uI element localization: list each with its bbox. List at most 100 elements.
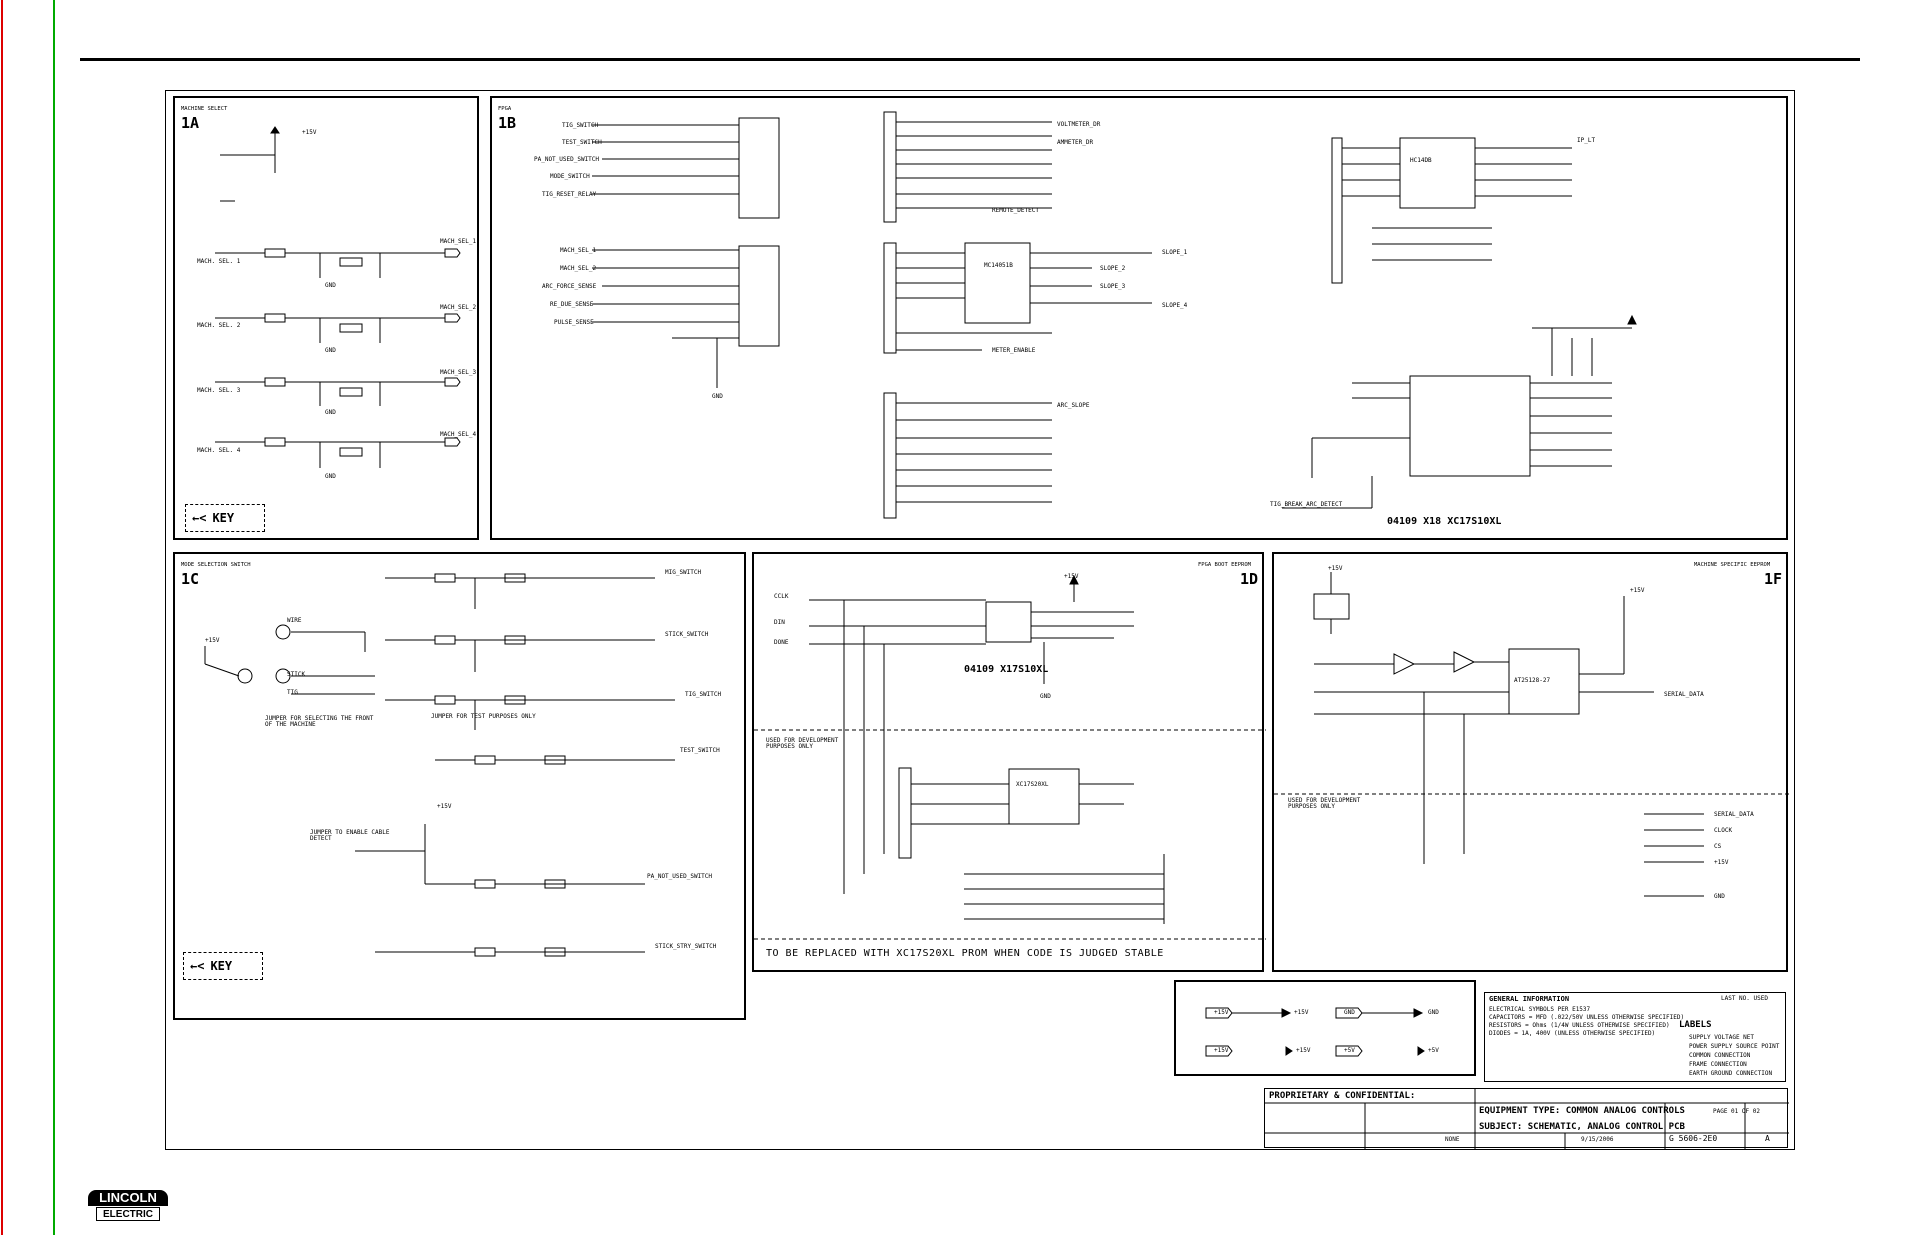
- logo-line1: LINCOLN: [88, 1190, 168, 1206]
- page-number: PAGE 01 OF 02: [1713, 1108, 1760, 1115]
- proprietary-title: PROPRIETARY & CONFIDENTIAL:: [1269, 1091, 1416, 1101]
- sheet-1d: FPGA BOOT EEPROM 1D CCLK DIN DONE 04109 …: [752, 552, 1266, 972]
- sheet-1b: FPGA 1B TIG_SWITCH TEST_SWITCH PA_NOT_US…: [490, 96, 1788, 540]
- legend-net: GND: [1428, 1009, 1439, 1016]
- label-item: FRAME CONNECTION: [1689, 1061, 1747, 1068]
- signal-label: TIG_SWITCH: [562, 122, 599, 129]
- output-label: MACH_SEL_2: [440, 304, 477, 311]
- sheet-1b-wiring: [592, 111, 1637, 519]
- signal-label: CLOCK: [1714, 827, 1733, 834]
- signal-label: METER_ENABLE: [992, 347, 1036, 354]
- ic-label: HC14DB: [1410, 157, 1432, 164]
- sheet-label: 1B: [498, 114, 517, 132]
- output-label: MIG_SWITCH: [665, 569, 702, 576]
- key-legend: ←< KEY: [185, 504, 265, 532]
- last-no-used: LAST NO. USED: [1721, 995, 1768, 1002]
- input-label: MACH. SEL. 1: [197, 258, 241, 265]
- switch-label: STICK: [287, 671, 306, 678]
- key-arrow-icon: ←<: [192, 511, 207, 525]
- signal-label: SLOPE_1: [1162, 249, 1188, 256]
- key-label: KEY: [212, 511, 235, 525]
- labels-title: LABELS: [1679, 1020, 1712, 1030]
- supply-label: +15V: [302, 129, 317, 136]
- signal-label: PULSE_SENSE: [554, 319, 594, 326]
- supply-label: +15V: [437, 803, 452, 810]
- eeprom-chip-label: 04109 X18 XC17S10XL: [1387, 516, 1502, 527]
- signal-label: VOLTMETER_DR: [1057, 121, 1101, 128]
- signal-label: SERIAL_DATA: [1714, 811, 1754, 818]
- signal-label: TIG_BREAK_ARC_DETECT: [1270, 501, 1343, 508]
- output-label: MACH_SEL_4: [440, 431, 477, 438]
- supply-label: +15V: [205, 637, 220, 644]
- sheet-1a: MACHINE SELECT 1A +15V MACH. SEL. 1 MACH…: [173, 96, 479, 540]
- signal-label: MACH_SEL_1: [560, 247, 597, 254]
- signal-label: CS: [1714, 843, 1722, 850]
- signal-label: CCLK: [774, 593, 789, 600]
- signal-label: TIG_RESET_RELAY: [542, 191, 597, 198]
- note: JUMPER FOR TEST PURPOSES ONLY: [431, 713, 536, 720]
- equipment-type: EQUIPMENT TYPE: COMMON ANALOG CONTROLS: [1479, 1106, 1685, 1116]
- output-label: PA_NOT_USED_SWITCH: [647, 873, 713, 880]
- supply-label: +15V: [1064, 573, 1079, 580]
- power-legend: +15V +15V GND GND +15V +15V +5V +5V: [1174, 980, 1476, 1076]
- sheet-1c: MODE SELECTION SWITCH 1C WIRE STICK TIG …: [173, 552, 746, 1020]
- legend-net: +15V: [1294, 1009, 1309, 1016]
- key-label: KEY: [210, 959, 233, 973]
- signal-label: PA_NOT_USED_SWITCH: [534, 156, 600, 163]
- label-item: POWER SUPPLY SOURCE POINT: [1689, 1043, 1780, 1050]
- signal-label: DIN: [774, 619, 785, 626]
- ground-label: GND: [712, 393, 723, 400]
- ground-label: GND: [325, 282, 336, 289]
- output-label: STICK_SWITCH: [665, 631, 709, 638]
- signal-label: ARC_SLOPE: [1057, 402, 1090, 409]
- chip-label: 04109 X17S10XL: [964, 664, 1049, 675]
- page-edge-red: [1, 0, 3, 1235]
- ground-label: GND: [325, 473, 336, 480]
- signal-label: TEST_SWITCH: [562, 139, 602, 146]
- note: JUMPER TO ENABLE CABLE DETECT: [310, 829, 390, 842]
- lincoln-electric-logo: LINCOLN ELECTRIC: [88, 1190, 168, 1224]
- note: USED FOR DEVELOPMENT PURPOSES ONLY: [1288, 797, 1361, 810]
- sheet-caption: MACHINE SELECT: [181, 106, 228, 112]
- note: USED FOR DEVELOPMENT PURPOSES ONLY: [766, 737, 839, 750]
- drawing-frame: [165, 90, 1795, 1150]
- general-info-line: ELECTRICAL SYMBOLS PER E1537: [1489, 1006, 1591, 1013]
- legend-net: +15V: [1214, 1047, 1229, 1054]
- note: JUMPER FOR SELECTING THE FRONT OF THE MA…: [265, 715, 374, 728]
- ground-label: GND: [1714, 893, 1725, 900]
- output-label: MACH_SEL_3: [440, 369, 477, 376]
- replace-note: TO BE REPLACED WITH XC17S20XL PROM WHEN …: [766, 948, 1164, 959]
- output-label: TEST_SWITCH: [680, 747, 720, 754]
- legend-net: +15V: [1214, 1009, 1229, 1016]
- sheet-label: 1F: [1764, 570, 1783, 588]
- sheet-1a-wiring: [215, 126, 461, 468]
- signal-label: MODE_SWITCH: [550, 173, 590, 180]
- sheet-label: 1C: [181, 570, 200, 588]
- logo-line2: ELECTRIC: [96, 1207, 160, 1221]
- title-block-grid: [1265, 1089, 1789, 1149]
- drawing-scale: NONE: [1445, 1136, 1460, 1143]
- signal-label: SLOPE_3: [1100, 283, 1126, 290]
- signal-label: MACH_SEL_2: [560, 265, 597, 272]
- signal-label: DONE: [774, 639, 789, 646]
- switch-label: TIG: [287, 689, 298, 696]
- signal-label: RE_DUE_SENSE: [550, 301, 594, 308]
- legend-net: +5V: [1344, 1047, 1355, 1054]
- sheet-label: 1D: [1240, 570, 1259, 588]
- supply-label: +15V: [1328, 565, 1343, 572]
- input-label: MACH. SEL. 3: [197, 387, 241, 394]
- sheet-1c-wiring: [204, 573, 675, 957]
- output-label: MACH_SEL_1: [440, 238, 477, 245]
- subject: SUBJECT: SCHEMATIC, ANALOG CONTROL PCB: [1479, 1122, 1685, 1132]
- ic-label: XC17S20XL: [1016, 781, 1049, 788]
- sheet-label: 1A: [181, 114, 200, 132]
- sheet-caption: MODE SELECTION SWITCH: [181, 562, 251, 568]
- key-legend: ←<KEY: [183, 952, 263, 980]
- supply-label: +15V: [1630, 587, 1645, 594]
- legend-net: GND: [1344, 1009, 1355, 1016]
- label-item: COMMON CONNECTION: [1689, 1052, 1751, 1059]
- switch-label: WIRE: [287, 617, 302, 624]
- output-label: STICK_STRY_SWITCH: [655, 943, 717, 950]
- signal-label: SLOPE_2: [1100, 265, 1126, 272]
- header-rule: [80, 58, 1860, 61]
